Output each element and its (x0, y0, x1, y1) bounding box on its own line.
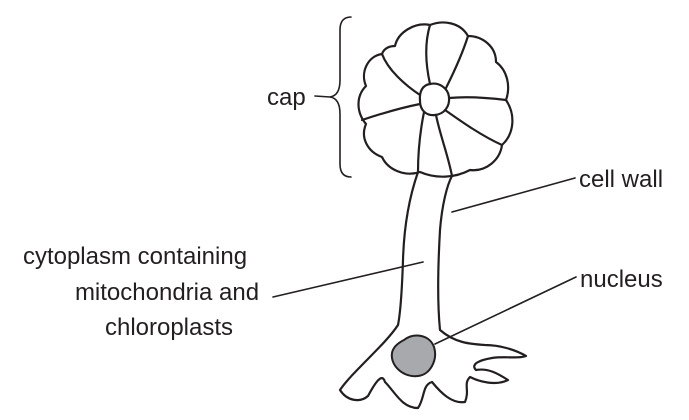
cap-brace (330, 17, 351, 177)
label-cytoplasm-line-1: cytoplasm containing (23, 243, 247, 270)
cap-pointer-line (315, 96, 330, 97)
cap-ray-6 (418, 112, 424, 172)
cap-ray-1 (426, 25, 430, 84)
cap-outline (359, 23, 513, 177)
label-cytoplasm-line-3: chloroplasts (105, 314, 233, 341)
label-cap: cap (267, 84, 306, 111)
nucleus-pointer-line (435, 277, 576, 344)
label-nucleus: nucleus (580, 266, 663, 293)
cell-wall-pointer-line (452, 178, 575, 212)
nucleus-shape (392, 336, 435, 377)
cap-ray-3 (449, 97, 506, 100)
cap-ray-2 (446, 36, 468, 88)
label-cytoplasm-line-2: mitochondria and (75, 279, 259, 306)
cap-ray-5 (436, 115, 452, 176)
cap-ray-4 (445, 110, 502, 145)
cap-ray-7 (362, 104, 420, 120)
cap-ray-8 (382, 54, 420, 95)
stalk-and-rhizoid-outline (340, 172, 526, 408)
label-cell-wall: cell wall (579, 166, 663, 193)
